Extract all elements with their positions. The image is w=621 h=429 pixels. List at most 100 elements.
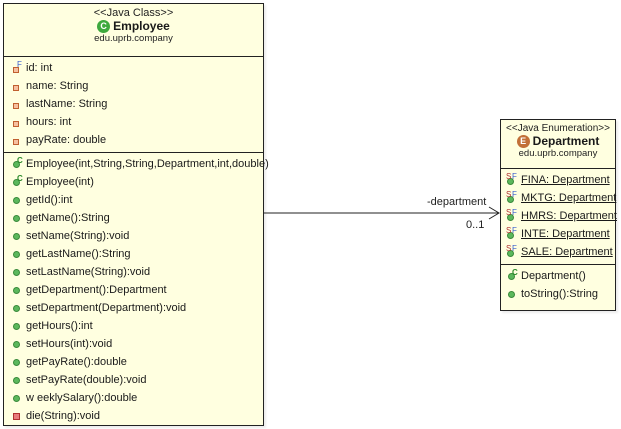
class-header: <<Java Class>> C Employee edu.uprb.compa… xyxy=(4,4,263,57)
member-signature: id: int xyxy=(26,62,53,74)
member-signature: SALE: Department xyxy=(521,246,613,258)
public-method-icon xyxy=(10,229,24,243)
enum-stereotype: <<Java Enumeration>> xyxy=(506,123,610,134)
department-enum-box[interactable]: <<Java Enumeration>> E Department edu.up… xyxy=(500,119,617,311)
private-final-field-icon: F xyxy=(10,61,24,75)
private-field-icon xyxy=(10,79,24,93)
private-field-icon xyxy=(10,133,24,147)
operation-signature: setLastName(String):void xyxy=(26,266,151,278)
member-signature: FINA: Department xyxy=(521,174,610,186)
public-method-icon xyxy=(505,287,519,301)
operation-signature: getPayRate():double xyxy=(26,356,127,368)
operation-signature: getLastName():String xyxy=(26,248,131,260)
attribute-row[interactable]: name: String xyxy=(10,77,263,95)
java-class-icon: C xyxy=(97,19,111,33)
operation-signature: toString():String xyxy=(521,288,599,300)
operation-row[interactable]: getName():String xyxy=(10,209,263,227)
java-enum-icon: E xyxy=(516,134,530,148)
operation-signature: getId():int xyxy=(26,194,73,206)
constructor-icon: C xyxy=(505,269,519,283)
operation-signature: Employee(int) xyxy=(26,176,94,188)
operation-signature: getDepartment():Department xyxy=(26,284,167,296)
enum-name: Department xyxy=(532,134,600,148)
public-method-icon xyxy=(10,265,24,279)
operation-signature: getHours():int xyxy=(26,320,93,332)
public-method-icon xyxy=(10,283,24,297)
public-method-icon xyxy=(10,391,24,405)
operation-signature: die(String):void xyxy=(26,410,100,422)
attribute-row[interactable]: hours: int xyxy=(10,113,263,131)
operation-row[interactable]: die(String):void xyxy=(10,407,263,425)
operation-signature: w eeklySalary():double xyxy=(26,392,138,404)
operation-signature: Department() xyxy=(521,270,586,282)
operation-signature: Employee(int,String,String,Department,in… xyxy=(26,158,269,170)
association-multiplicity-label: 0..1 xyxy=(466,219,485,231)
constructor-icon: C xyxy=(10,157,24,171)
operation-row[interactable]: setLastName(String):void xyxy=(10,263,263,281)
operation-signature: setHours(int):void xyxy=(26,338,113,350)
constructor-icon: C xyxy=(10,175,24,189)
private-field-icon xyxy=(10,115,24,129)
operation-row[interactable]: toString():String xyxy=(505,285,615,303)
private-field-icon xyxy=(10,97,24,111)
public-method-icon xyxy=(10,301,24,315)
operation-row[interactable]: getDepartment():Department xyxy=(10,281,263,299)
member-signature: hours: int xyxy=(26,116,72,128)
public-method-icon xyxy=(10,211,24,225)
operation-signature: setPayRate(double):void xyxy=(26,374,147,386)
operation-row[interactable]: setPayRate(double):void xyxy=(10,371,263,389)
private-method-icon xyxy=(10,409,24,423)
employee-class-box[interactable]: <<Java Class>> C Employee edu.uprb.compa… xyxy=(3,3,269,426)
association-role-label: -department xyxy=(427,196,487,208)
operation-row[interactable]: getLastName():String xyxy=(10,245,263,263)
public-method-icon xyxy=(10,355,24,369)
operation-row[interactable]: setName(String):void xyxy=(10,227,263,245)
operation-signature: getName():String xyxy=(26,212,110,224)
operation-row[interactable]: getId():int xyxy=(10,191,263,209)
attribute-row[interactable]: lastName: String xyxy=(10,95,263,113)
member-signature: lastName: String xyxy=(26,98,108,110)
operation-signature: setName(String):void xyxy=(26,230,130,242)
enum-header: <<Java Enumeration>> E Department edu.up… xyxy=(501,120,615,169)
class-title: C Employee xyxy=(4,19,263,33)
operation-row[interactable]: getHours():int xyxy=(10,317,263,335)
member-signature: payRate: double xyxy=(26,134,107,146)
member-signature: name: String xyxy=(26,80,89,92)
operation-row[interactable]: getPayRate():double xyxy=(10,353,263,371)
operation-row[interactable]: setDepartment(Department):void xyxy=(10,299,263,317)
attribute-row[interactable]: payRate: double xyxy=(10,131,263,149)
operation-row[interactable]: w eeklySalary():double xyxy=(10,389,263,407)
public-method-icon xyxy=(10,319,24,333)
class-name: Employee xyxy=(113,19,170,33)
operation-signature: setDepartment(Department):void xyxy=(26,302,187,314)
enum-package: edu.uprb.company xyxy=(518,148,598,159)
operation-row[interactable]: setHours(int):void xyxy=(10,335,263,353)
public-method-icon xyxy=(10,193,24,207)
member-signature: INTE: Department xyxy=(521,228,610,240)
member-signature: HMRS: Department xyxy=(521,210,617,222)
class-package: edu.uprb.company xyxy=(94,33,173,44)
public-method-icon xyxy=(10,247,24,261)
member-signature: MKTG: Department xyxy=(521,192,617,204)
public-method-icon xyxy=(10,373,24,387)
class-stereotype: <<Java Class>> xyxy=(93,7,174,19)
enum-title: E Department xyxy=(501,134,615,148)
